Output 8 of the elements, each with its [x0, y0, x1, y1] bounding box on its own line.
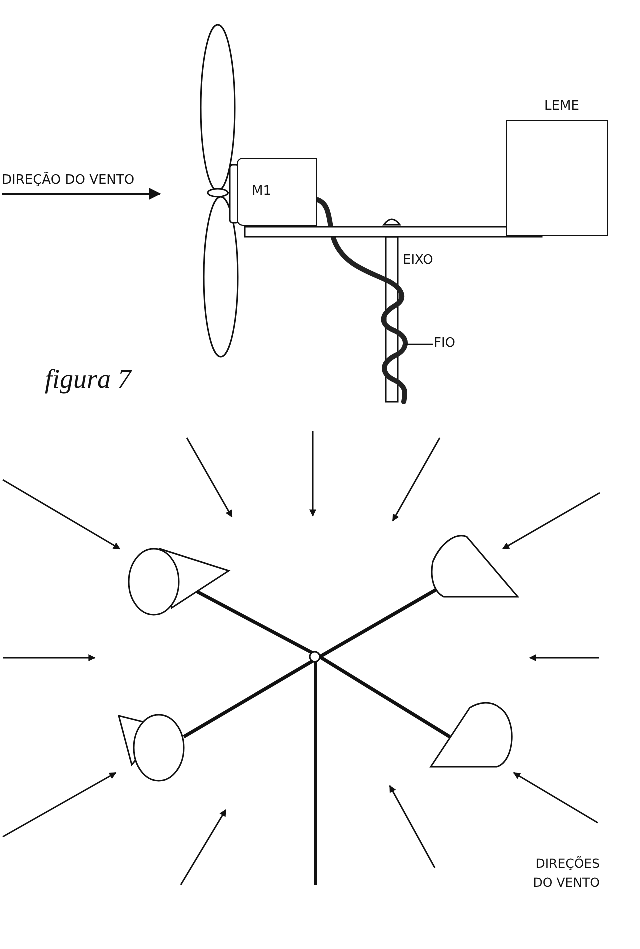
figure-caption: figura 7: [45, 364, 132, 396]
wire-label: FIO: [434, 337, 456, 352]
rudder-label: LEME: [544, 100, 580, 115]
leader-line: [406, 344, 433, 346]
shaft-label: EIXO: [403, 254, 434, 269]
wind-direction-label: DIREÇÃO DO VENTO: [2, 174, 135, 189]
wind-directions-label: DIREÇÕES DO VENTO: [532, 855, 600, 892]
motor-box: M1: [237, 158, 317, 226]
